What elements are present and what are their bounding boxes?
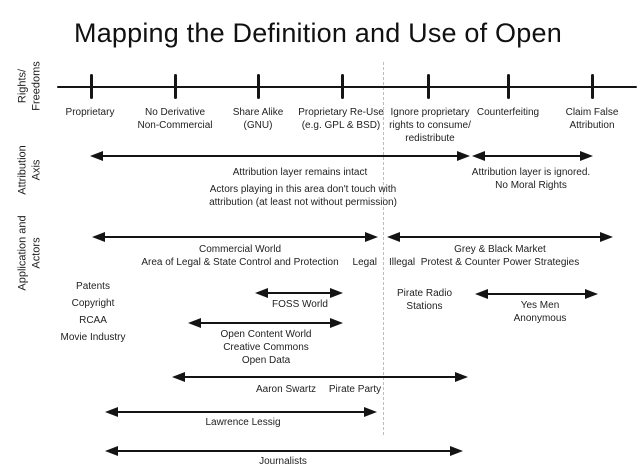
rights-axis-tick-label: Proprietary Re-Use (e.g. GPL & BSD) [298, 107, 384, 131]
commercial-world-arrow [92, 231, 378, 243]
rights-axis-tick-label: Share Alike (GNU) [232, 107, 284, 131]
lawrence-lessig-label: Lawrence Lessig [205, 417, 281, 428]
commercial-world-label: Commercial World Area of Legal & State C… [141, 244, 339, 268]
open-content-world-label: Open Content World Creative Commons Open… [220, 329, 312, 366]
arrow-line [481, 155, 584, 157]
journalists-label: Journalists [259, 456, 307, 467]
pirate-radio-stations-label: Pirate Radio Stations [396, 288, 453, 312]
actor-label-patents: Patents [76, 281, 110, 292]
open-content-world-arrow [188, 317, 343, 329]
arrow-line [396, 236, 604, 238]
rights-axis-tick-label: Counterfeiting [476, 107, 540, 118]
arrow-line [264, 292, 334, 294]
rights-axis-tick [590, 74, 594, 99]
rights-axis-line [57, 86, 637, 89]
attribution-intact-note: Actors playing in this area don't touch … [209, 184, 397, 208]
illegal-label: Illegal [389, 257, 416, 268]
rights-axis-tick-label: Ignore proprietary rights to consume/ re… [389, 107, 471, 144]
grey-black-market-label: Grey & Black Market Protest & Counter Po… [420, 244, 580, 268]
actor-label-rcaa: RCAA [79, 315, 107, 326]
arrow-line [197, 322, 334, 324]
arrow-line [114, 450, 454, 452]
actor-label-copyright: Copyright [71, 298, 115, 309]
grey-black-market-arrow [387, 231, 613, 243]
yes-men-anonymous-label: Yes Men Anonymous [513, 300, 567, 324]
rights-axis-tick-label: Claim False Attribution [565, 107, 619, 131]
attribution-ignored-label: Attribution layer is ignored. No Moral R… [471, 167, 591, 191]
arrow-line [181, 376, 459, 378]
actor-label-movie-industry: Movie Industry [60, 332, 126, 343]
rights-axis-tick [89, 74, 93, 99]
page-title: Mapping the Definition and Use of Open [74, 18, 562, 48]
foss-world-arrow [255, 287, 343, 299]
rights-axis-tick [506, 74, 510, 99]
arrow-line [101, 236, 369, 238]
lawrence-lessig-arrow [105, 406, 377, 418]
journalists-arrow [105, 445, 463, 457]
aaron-swartz-label: Aaron Swartz [255, 384, 317, 395]
yes-men-anonymous-arrow [475, 288, 598, 300]
rights-axis-tick [256, 74, 260, 99]
rights-axis-tick [426, 74, 430, 99]
side-label-application-actors: Application and Actors [16, 215, 42, 291]
aaron-swartz-pirate-party-arrow [172, 371, 468, 383]
foss-world-label: FOSS World [272, 299, 328, 310]
rights-axis-tick-label: Proprietary [65, 107, 115, 118]
legal-illegal-divider [383, 62, 384, 435]
attribution-intact-label: Attribution layer remains intact [232, 167, 368, 178]
arrow-line [99, 155, 461, 157]
rights-axis-tick [340, 74, 344, 99]
attribution-ignored-arrow [472, 150, 593, 162]
rights-axis-tick-label: No Derivative Non-Commercial [137, 107, 213, 131]
rights-axis-tick [173, 74, 177, 99]
legal-label: Legal [352, 257, 377, 268]
arrow-line [114, 411, 368, 413]
pirate-party-label: Pirate Party [328, 384, 382, 395]
attribution-intact-arrow [90, 150, 470, 162]
arrow-line [484, 293, 589, 295]
